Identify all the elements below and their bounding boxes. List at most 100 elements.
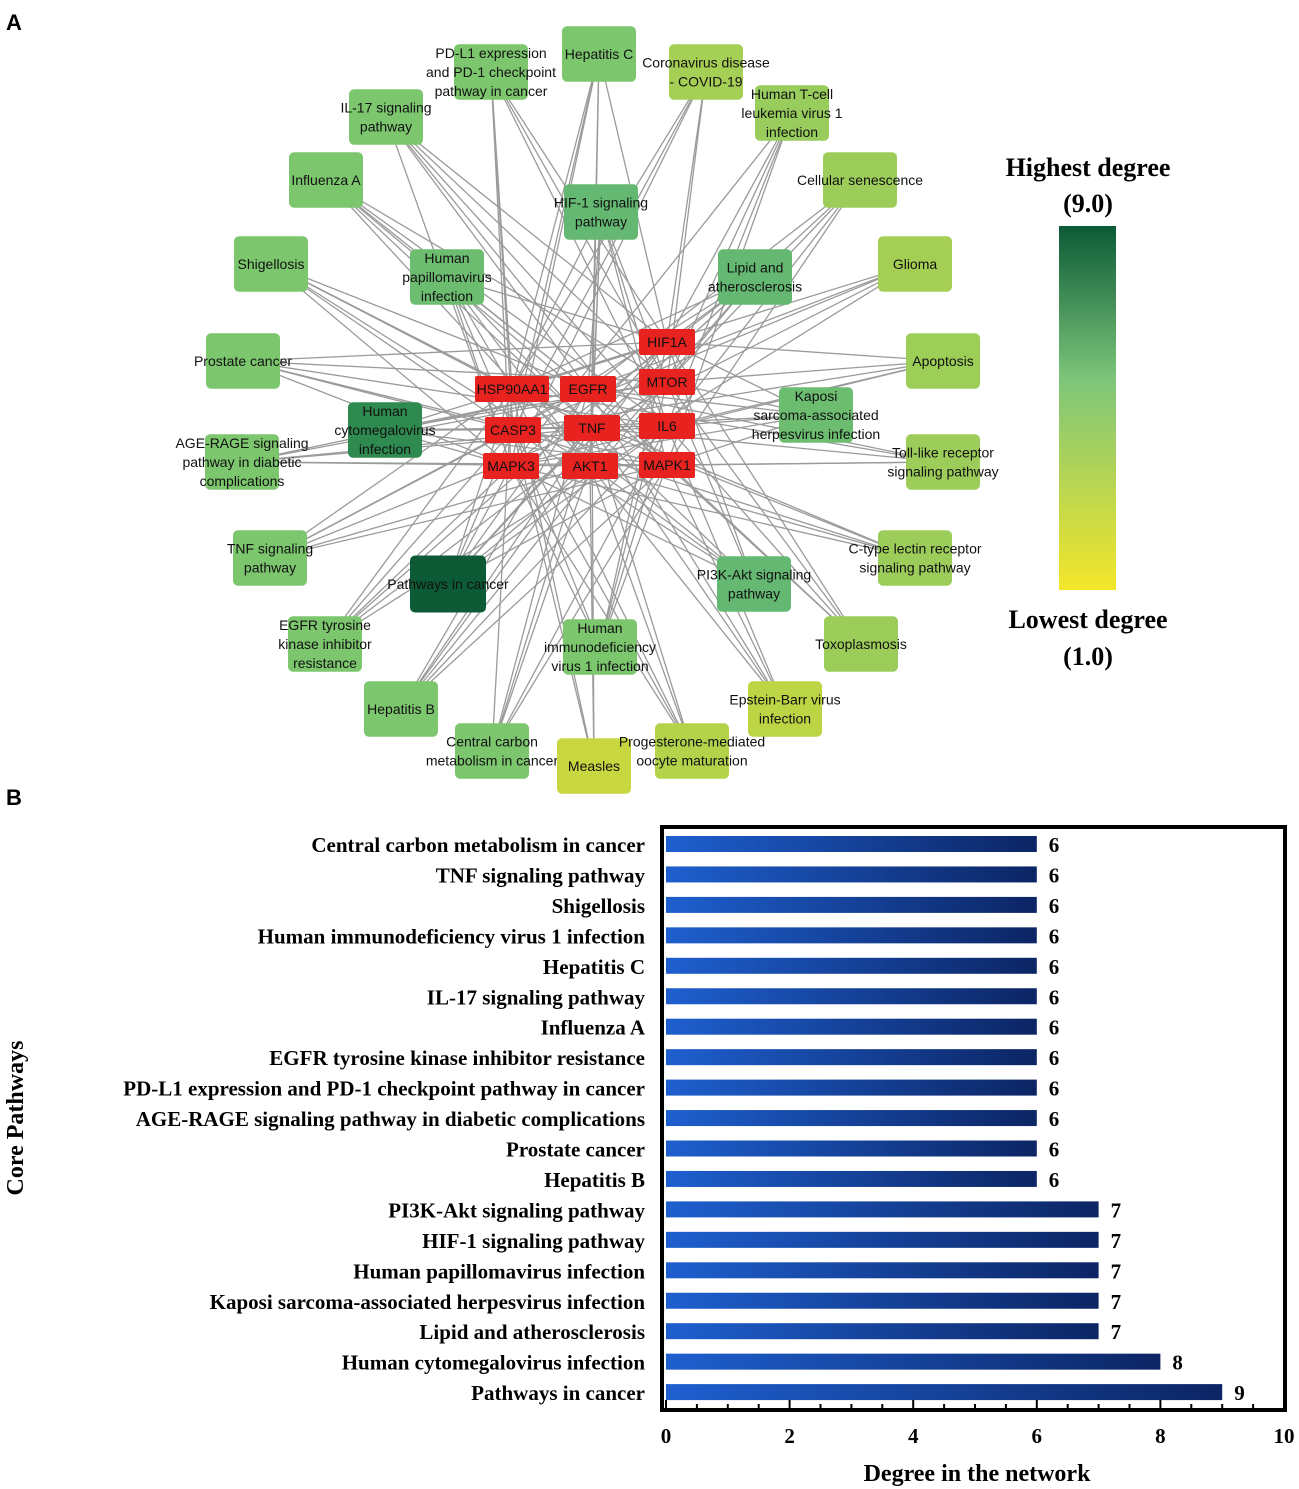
value-label: 6	[1049, 924, 1060, 948]
gene-node-akt1[interactable]: AKT1	[562, 453, 618, 479]
legend-low-value: (1.0)	[1063, 642, 1113, 671]
pathway-node-box	[289, 152, 363, 208]
value-label: 6	[1049, 833, 1060, 857]
pathway-node-label: Glioma	[893, 256, 938, 272]
pathway-node-label: pathway	[728, 586, 780, 602]
edge-covid-casp3	[512, 71, 707, 431]
gene-node-il6[interactable]: IL6	[639, 413, 695, 439]
category-label: IL-17 signaling pathway	[427, 985, 646, 1009]
pathway-node-box	[205, 434, 279, 490]
gene-node-label: IL6	[657, 418, 677, 434]
plot-frame	[660, 825, 1287, 1412]
gene-node-egfr[interactable]: EGFR	[560, 376, 616, 402]
gene-node-tnf[interactable]: TNF	[564, 415, 620, 441]
edge-egfrtki-casp3	[324, 429, 514, 645]
legend-gradient-bar	[1059, 226, 1116, 590]
value-label: 6	[1049, 1138, 1060, 1162]
pathway-node-label: C-type lectin receptor	[848, 541, 981, 557]
pathway-node-meas[interactable]: Measles	[557, 738, 631, 794]
x-tick-label: 2	[784, 1424, 795, 1448]
pathway-node-apop[interactable]: Apoptosis	[906, 333, 980, 389]
pathway-node-box	[364, 681, 438, 737]
edge-ebv-tnf	[591, 427, 786, 710]
pathway-node-label: infection	[759, 711, 811, 727]
pathway-node-label: Coronavirus disease	[642, 55, 770, 71]
pathway-node-box	[563, 619, 637, 675]
edge-hepb-tnf	[400, 427, 593, 710]
pathway-node-label: pathway	[244, 560, 296, 576]
pathway-node-glioma[interactable]: Glioma	[878, 236, 952, 292]
category-label: PI3K-Akt signaling pathway	[388, 1198, 645, 1222]
pathway-node-box	[562, 26, 636, 82]
bars	[666, 836, 1223, 1401]
pathway-node-label: virus 1 infection	[551, 658, 648, 674]
category-label: PD-L1 expression and PD-1 checkpoint pat…	[123, 1077, 645, 1101]
edge-il17-egfr	[385, 116, 589, 390]
pathway-node-box	[878, 236, 952, 292]
pathway-node-pic[interactable]: Pathways in cancer	[387, 555, 509, 613]
edge-il17-hif1a	[385, 116, 668, 343]
gene-node-label: EGFR	[569, 381, 608, 397]
gene-node-casp3[interactable]: CASP3	[485, 417, 541, 443]
pathway-node-pi3k[interactable]: PI3K-Akt signaling pathway	[697, 556, 811, 612]
edge-egfrtki-hsp90aa1	[324, 388, 513, 645]
legend-high-value: (9.0)	[1063, 189, 1113, 218]
pathway-node-label: Central carbon	[446, 734, 538, 750]
pathway-node-label: Shigellosis	[238, 256, 305, 272]
pathway-node-flu[interactable]: Influenza A	[289, 152, 363, 208]
edge-ccm-egfr	[491, 388, 589, 752]
pathway-node-label: oocyte maturation	[636, 753, 747, 769]
edge-ebv-egfr	[587, 388, 786, 710]
edge-ccm-tnf	[491, 427, 593, 752]
pathway-node-prost[interactable]: Prostate cancer	[194, 333, 292, 389]
gene-node-label: MAPK1	[643, 457, 691, 473]
pathway-node-toxo[interactable]: Toxoplasmosis	[815, 616, 907, 672]
bar	[666, 866, 1037, 883]
pathway-node-cellsen[interactable]: Cellular senescence	[797, 152, 923, 208]
pathway-node-label: PI3K-Akt signaling	[697, 567, 811, 583]
pathway-node-label: Kaposi	[795, 388, 838, 404]
degree-legend: Highest degree (9.0) Lowest degree (1.0)	[1006, 153, 1171, 671]
gene-node-hsp90aa1[interactable]: HSP90AA1	[475, 376, 549, 402]
pathway-node-hepc[interactable]: Hepatitis C	[562, 26, 636, 82]
gene-node-mapk1[interactable]: MAPK1	[639, 452, 695, 478]
pathway-node-box	[655, 723, 729, 779]
pathway-node-label: infection	[421, 288, 473, 304]
pathway-node-covid[interactable]: Coronavirus disease- COVID-19	[642, 44, 770, 100]
pathway-node-box	[669, 44, 743, 100]
gene-node-hif1a[interactable]: HIF1A	[639, 329, 695, 355]
value-label: 6	[1049, 1046, 1060, 1070]
gene-node-mtor[interactable]: MTOR	[639, 369, 695, 395]
pathway-node-shig[interactable]: Shigellosis	[234, 236, 308, 292]
x-axis-label: Degree in the network	[864, 1461, 1091, 1487]
gene-node-mapk3[interactable]: MAPK3	[483, 453, 539, 479]
edge-ccm-mapk1	[491, 464, 668, 752]
pathway-node-label: Human	[424, 250, 469, 266]
pathway-node-box	[564, 184, 638, 240]
category-label: Human immunodeficiency virus 1 infection	[258, 924, 646, 948]
edge-pi3k-mapk3	[510, 465, 755, 585]
category-label: EGFR tyrosine kinase inhibitor resistanc…	[269, 1046, 645, 1070]
bar	[666, 1231, 1099, 1248]
pathway-node-hepb[interactable]: Hepatitis B	[364, 681, 438, 737]
value-label: 6	[1049, 1107, 1060, 1131]
edge-pi3k-hsp90aa1	[511, 388, 755, 585]
bar	[666, 1323, 1099, 1340]
